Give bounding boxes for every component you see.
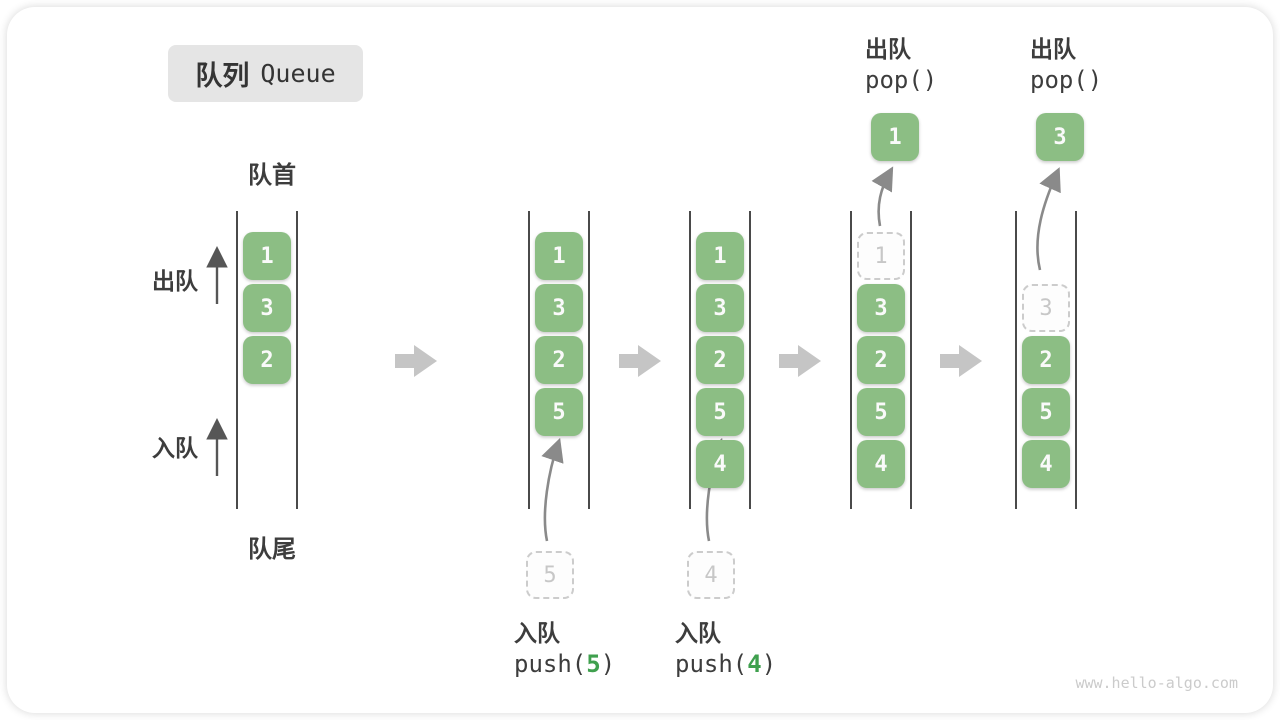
dequeue-op-code: pop() [865,66,938,94]
queue-wall-right-initial [296,211,298,509]
queue-cell-ghost: 3 [1022,284,1070,332]
queue-front-label: 队首 [248,162,296,189]
queue-cell: 3 [696,284,744,332]
pop-3-flow-arrow [1036,167,1061,271]
queue-cell: 4 [857,440,905,488]
state-arrow-icon-3 [779,345,821,377]
queue-wall-left-initial [236,211,238,509]
queue-wall-right-after-push-5 [588,211,590,509]
title-zh: 队列 [195,61,250,91]
title-badge: 队列 Queue [168,45,363,102]
queue-cell: 2 [857,336,905,384]
code-suffix: ) [600,650,616,678]
queue-cell: 5 [857,388,905,436]
queue-cell: 4 [696,440,744,488]
queue-cell: 5 [535,388,583,436]
enqueue-op-code: push(5) [514,650,615,678]
push-5-flow-arrow [541,437,564,542]
popped-value-box: 1 [871,113,919,161]
staged-value-box: 5 [526,551,574,599]
queue-cell-ghost: 1 [857,232,905,280]
queue-wall-right-after-push-4 [749,211,751,509]
enqueue-op-label: 入队 [675,620,721,646]
state-arrow-icon-2 [619,345,661,377]
queue-wall-right-after-pop-3 [1075,211,1077,509]
queue-wall-left-after-push-4 [689,211,691,509]
dequeue-op-label: 出队 [1030,36,1076,62]
code-prefix: push( [675,650,748,678]
queue-cell: 5 [696,388,744,436]
queue-cell: 3 [535,284,583,332]
enqueue-side-label: 入队 [152,435,198,461]
code-suffix: ) [761,650,777,678]
queue-cell: 1 [243,232,291,280]
queue-cell: 2 [696,336,744,384]
queue-cell: 3 [243,284,291,332]
staged-value-box: 4 [687,551,735,599]
enqueue-op-label: 入队 [514,620,560,646]
popped-value-box: 3 [1036,113,1084,161]
queue-wall-right-after-pop-1 [910,211,912,509]
state-arrow-icon-1 [395,345,437,377]
enqueue-op-code: push(4) [675,650,776,678]
state-arrow-icon-4 [940,345,982,377]
queue-cell: 3 [857,284,905,332]
queue-cell: 2 [243,336,291,384]
dequeue-op-label: 出队 [865,36,911,62]
queue-wall-left-after-pop-1 [850,211,852,509]
code-arg: 5 [586,650,601,678]
code-arg: 4 [747,650,762,678]
dequeue-op-code: pop() [1030,66,1103,94]
title-en: Queue [260,59,336,88]
queue-wall-left-after-pop-3 [1015,211,1017,509]
queue-cell: 2 [1022,336,1070,384]
queue-cell: 1 [535,232,583,280]
queue-cell: 5 [1022,388,1070,436]
queue-cell: 4 [1022,440,1070,488]
queue-wall-left-after-push-5 [528,211,530,509]
pop-1-flow-arrow [871,166,894,227]
dequeue-side-label: 出队 [152,268,198,294]
queue-rear-label: 队尾 [248,536,296,563]
site-watermark: www.hello-algo.com [1075,674,1238,692]
queue-cell: 1 [696,232,744,280]
queue-cell: 2 [535,336,583,384]
code-prefix: push( [514,650,587,678]
